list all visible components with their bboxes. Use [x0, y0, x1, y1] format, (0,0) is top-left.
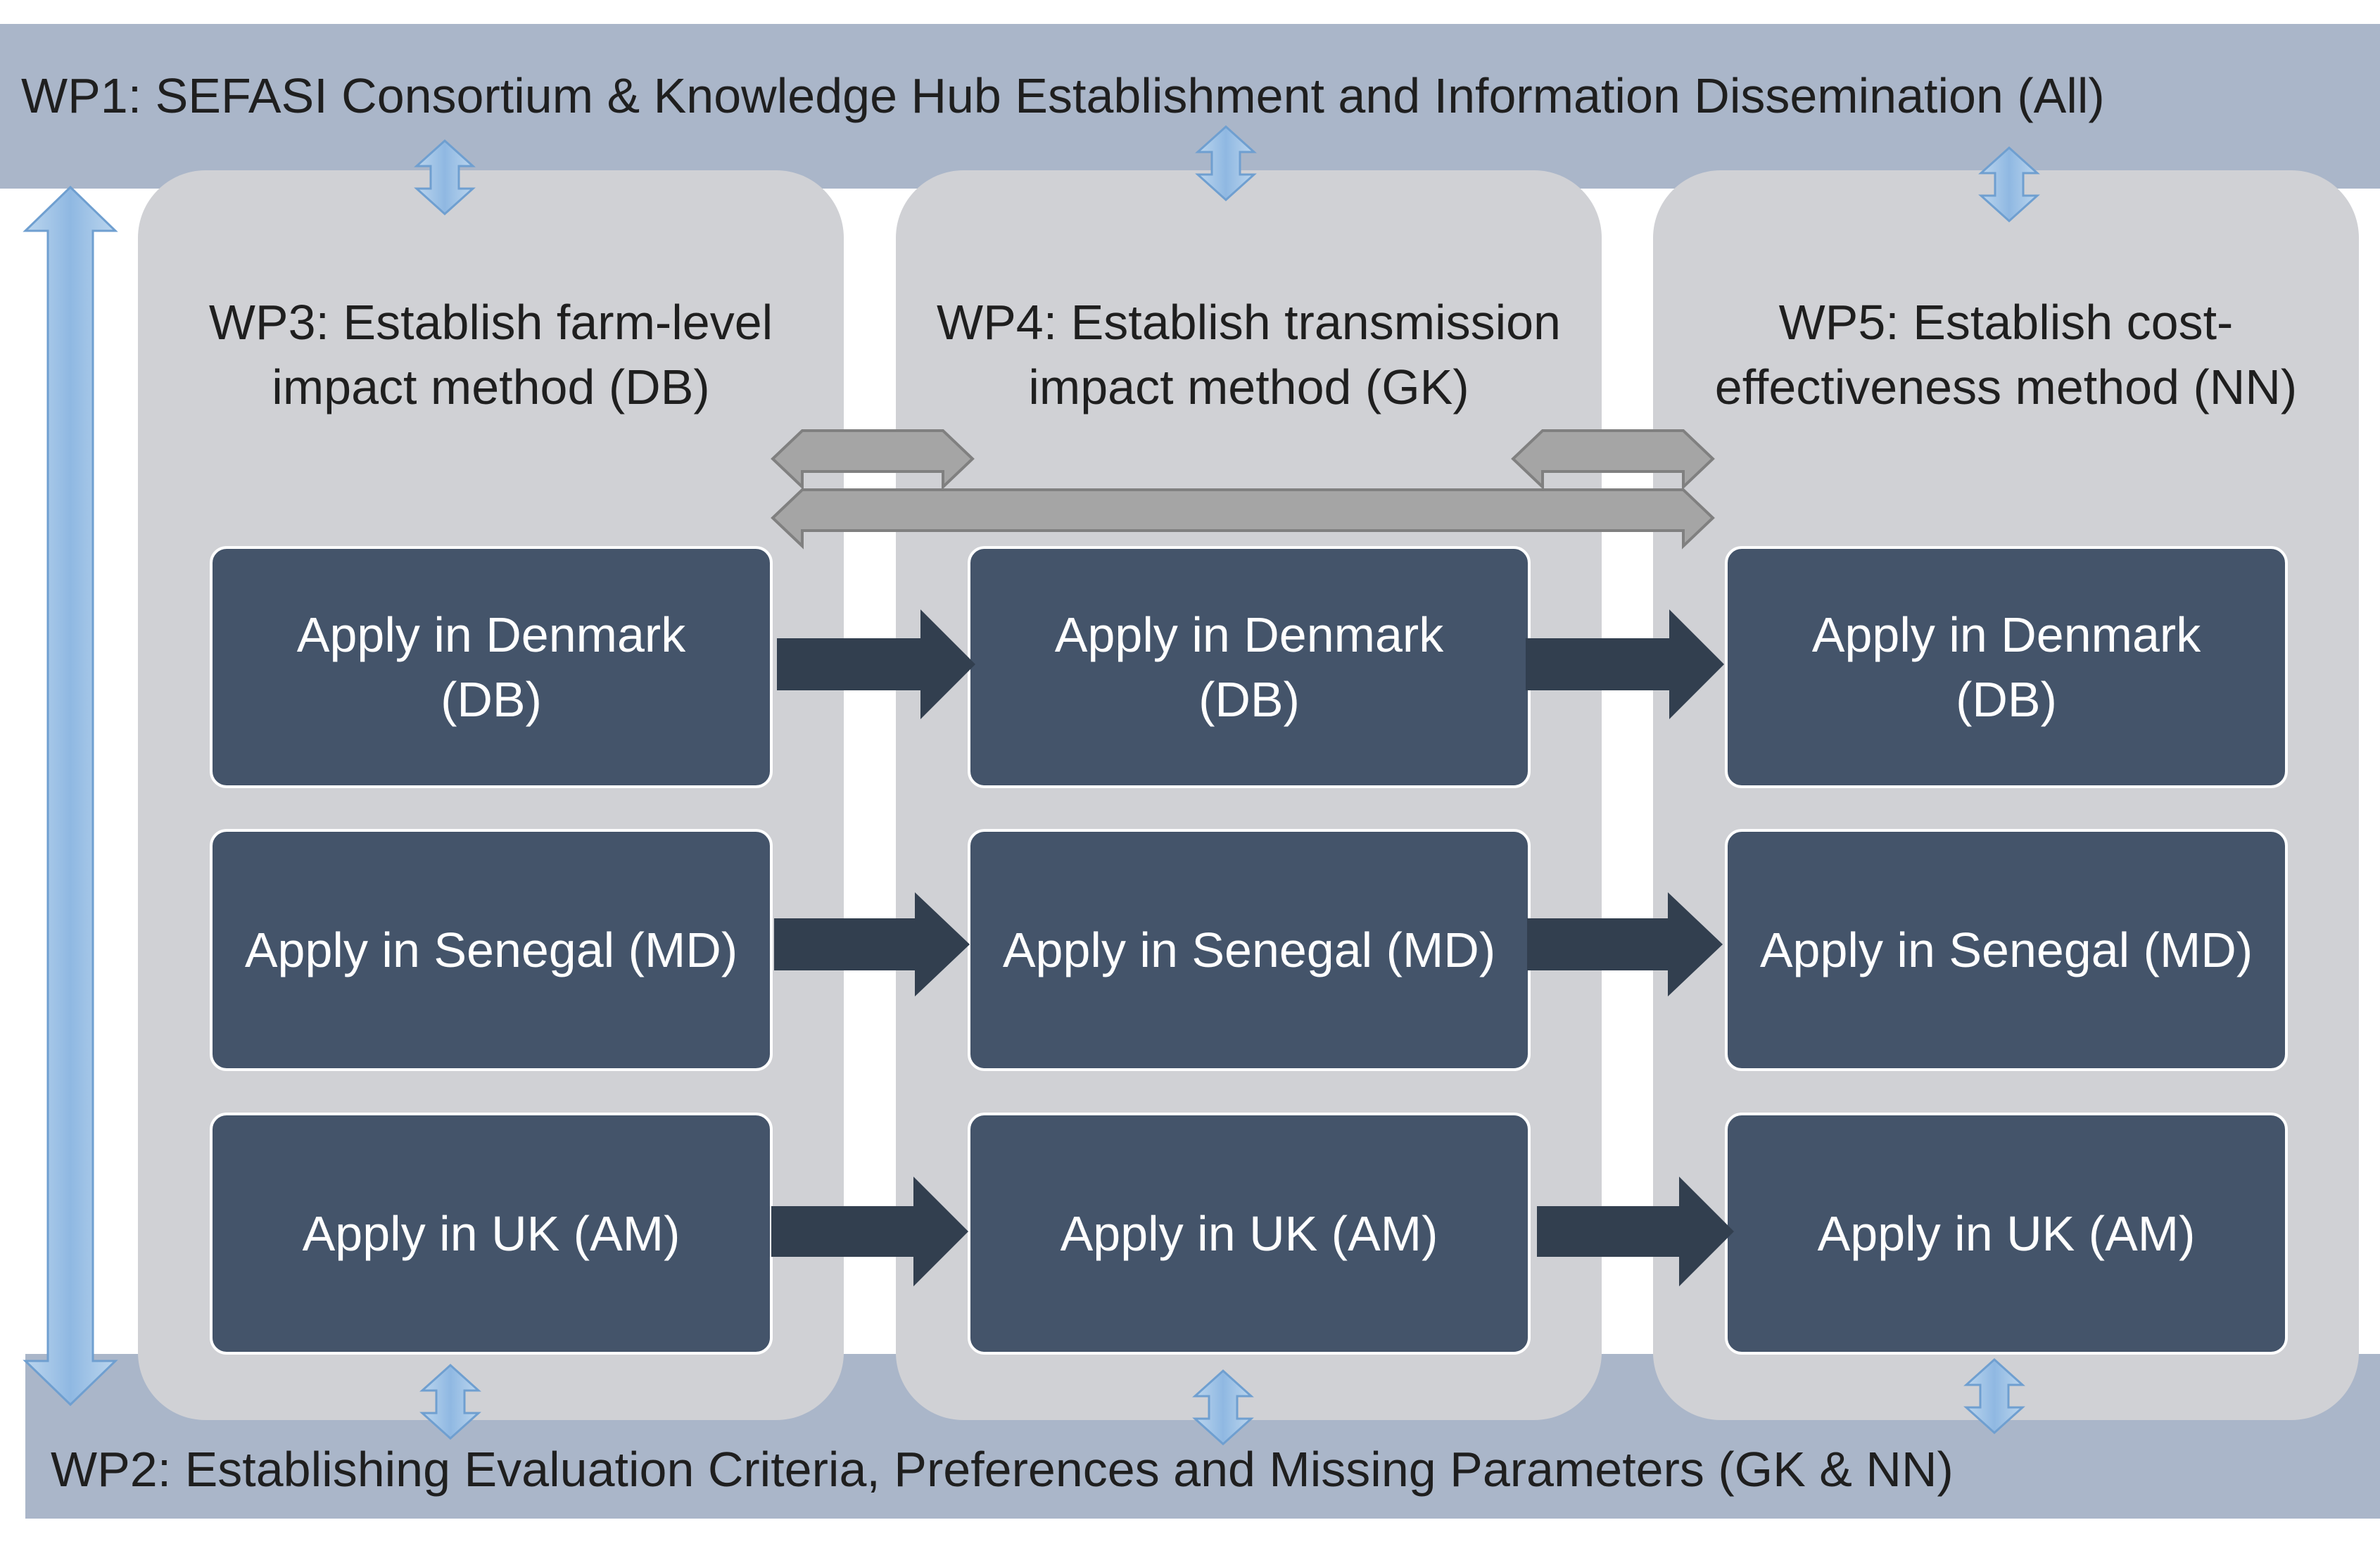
wp3-title-line-2: impact method (DB): [272, 360, 710, 414]
wp5-task-denmark-line-1: Apply in Denmark: [1811, 607, 2201, 662]
wp4-wp2-link-icon: [1192, 1369, 1254, 1446]
wp5-task-denmark-line-2: (DB): [1956, 672, 2057, 727]
wp4-title-line-2: impact method (GK): [1028, 360, 1469, 414]
wp1-title: WP1: SEFASI Consortium & Knowledge Hub E…: [21, 68, 2105, 123]
wp3-wp2-link-icon: [419, 1363, 481, 1440]
wp4-task-senegal-line-1: Apply in Senegal (MD): [1002, 923, 1496, 977]
wp3-title: WP3: Establish farm-level impact method …: [138, 290, 844, 419]
wp3-task-denmark: Apply in Denmark (DB): [210, 546, 773, 788]
wp4-task-senegal: Apply in Senegal (MD): [968, 829, 1531, 1071]
wp5-title-line-2: effectiveness method (NN): [1714, 360, 2298, 414]
wp3-task-uk-line-1: Apply in UK (AM): [302, 1206, 681, 1261]
wp1-wp5-link-icon: [1978, 146, 2040, 223]
wp4-task-uk: Apply in UK (AM): [968, 1113, 1531, 1355]
wp4-title-line-1: WP4: Establish transmission: [937, 295, 1561, 350]
wp3-task-senegal: Apply in Senegal (MD): [210, 829, 773, 1071]
wp2-title: WP2: Establishing Evaluation Criteria, P…: [51, 1442, 1954, 1497]
wp1-wp4-link-icon: [1195, 125, 1257, 202]
wp5-task-senegal: Apply in Senegal (MD): [1725, 829, 2288, 1071]
wp3-wp4-link-icon: [771, 429, 975, 490]
wp3-task-senegal-line-1: Apply in Senegal (MD): [244, 923, 738, 977]
wp1-band: WP1: SEFASI Consortium & Knowledge Hub E…: [0, 24, 2380, 189]
wp5-task-uk-line-1: Apply in UK (AM): [1817, 1206, 2196, 1261]
wp3-title-line-1: WP3: Establish farm-level: [208, 295, 773, 350]
denmark-flow-arrow-1: [777, 609, 975, 719]
denmark-flow-arrow-2: [1526, 609, 1724, 719]
senegal-flow-arrow-2: [1527, 892, 1723, 996]
wp5-title-line-1: WP5: Establish cost-: [1778, 295, 2234, 350]
wp4-task-uk-line-1: Apply in UK (AM): [1060, 1206, 1438, 1261]
wp1-wp3-link-icon: [414, 139, 476, 216]
wp1-wp2-link-icon: [23, 185, 118, 1407]
wp4-task-denmark: Apply in Denmark (DB): [968, 546, 1531, 788]
wp5-title: WP5: Establish cost- effectiveness metho…: [1653, 290, 2359, 419]
wp5-task-denmark: Apply in Denmark (DB): [1725, 546, 2288, 788]
wp4-task-denmark-line-2: (DB): [1198, 672, 1300, 727]
uk-flow-arrow-1: [771, 1177, 968, 1286]
wp4-title: WP4: Establish transmission impact metho…: [896, 290, 1602, 419]
wp5-wp2-link-icon: [1963, 1357, 2025, 1435]
wp3-wp5-link-icon: [771, 488, 1715, 550]
uk-flow-arrow-2: [1537, 1177, 1734, 1286]
wp4-task-denmark-line-1: Apply in Denmark: [1054, 607, 1444, 662]
senegal-flow-arrow-1: [774, 892, 970, 996]
wp5-task-uk: Apply in UK (AM): [1725, 1113, 2288, 1355]
wp5-task-senegal-line-1: Apply in Senegal (MD): [1759, 923, 2253, 977]
wp3-task-denmark-line-1: Apply in Denmark: [296, 607, 686, 662]
wp3-task-denmark-line-2: (DB): [441, 672, 542, 727]
wp4-wp5-link-icon: [1511, 429, 1715, 490]
